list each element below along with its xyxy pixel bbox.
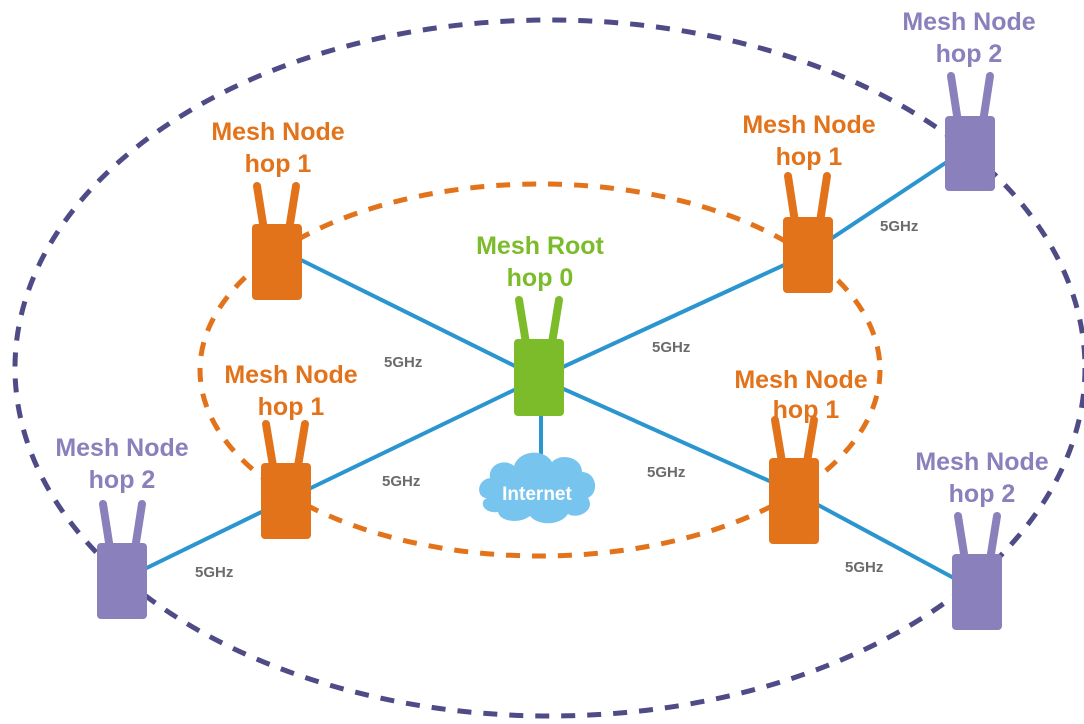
antenna — [803, 416, 818, 466]
access-point-icon — [261, 463, 311, 539]
antenna — [986, 512, 1001, 564]
hop1-label-top-right: Mesh Node hop 1 — [742, 111, 875, 171]
hop1-device-top-left — [252, 182, 302, 300]
internet-label: Internet — [502, 484, 572, 505]
node-hop: hop 2 — [89, 466, 156, 494]
links — [121, 148, 977, 592]
hop1-device-bottom-right — [769, 416, 819, 544]
hop1-device-bottom-left — [261, 420, 311, 539]
link-hop1-hop2-top-right — [806, 148, 967, 256]
internet-cloud: Internet — [479, 452, 596, 524]
node-title: Mesh Node — [55, 434, 188, 462]
access-point-icon — [514, 339, 564, 416]
antenna — [947, 72, 962, 126]
hop1-device-top-right — [783, 172, 833, 293]
node-hop: hop 1 — [245, 150, 312, 178]
mesh-root-device — [514, 296, 564, 416]
antenna — [99, 500, 114, 553]
hop1-label-bottom-left: Mesh Node hop 1 — [224, 361, 357, 421]
node-hop: hop 2 — [936, 40, 1003, 68]
link-label: 5GHz — [647, 464, 685, 481]
antenna — [954, 512, 969, 564]
access-point-icon — [783, 217, 833, 293]
link-label: 5GHz — [195, 564, 233, 581]
access-point-icon — [252, 224, 302, 300]
hop2-device-bottom-right — [952, 512, 1002, 630]
node-title: Mesh Node — [742, 111, 875, 139]
node-title: Mesh Node — [915, 448, 1048, 476]
node-title: Mesh Node — [902, 8, 1035, 36]
mesh-root-label: Mesh Root hop 0 — [476, 232, 604, 292]
hop2-label-bottom-right: Mesh Node hop 2 — [915, 448, 1048, 508]
access-point-icon — [945, 116, 995, 191]
node-hop: hop 1 — [773, 396, 840, 424]
node-hop: hop 2 — [949, 480, 1016, 508]
link-root-hop1-bottom-left — [285, 376, 540, 502]
access-point-icon — [952, 554, 1002, 630]
antenna — [294, 420, 309, 470]
link-label: 5GHz — [652, 339, 690, 356]
link-root-hop1-top-left — [298, 257, 540, 380]
hop2-device-bottom-left — [97, 500, 147, 619]
antenna — [548, 296, 563, 347]
antenna — [262, 420, 277, 470]
node-hop: hop 0 — [507, 264, 574, 292]
link-label: 5GHz — [382, 473, 420, 490]
node-title: Mesh Node — [224, 361, 357, 389]
antenna — [816, 172, 831, 226]
node-title: Mesh Node — [211, 118, 344, 146]
antenna — [131, 500, 146, 553]
hop1-label-bottom-right: Mesh Node hop 1 — [734, 366, 867, 424]
link-label: 5GHz — [384, 354, 422, 371]
hop1-label-top-left: Mesh Node hop 1 — [211, 118, 344, 178]
link-label: 5GHz — [880, 218, 918, 235]
link-root-hop1-top-right — [538, 252, 809, 380]
cloud-icon — [479, 452, 596, 524]
hop2-label-top-right: Mesh Node hop 2 — [902, 8, 1035, 68]
access-point-icon — [97, 543, 147, 619]
inner-ring — [197, 181, 883, 559]
antenna — [771, 416, 786, 466]
link-root-hop1-bottom-right — [538, 376, 795, 494]
link-hop1-hop2-bottom-right — [793, 490, 977, 592]
node-hop: hop 1 — [776, 143, 843, 171]
node-title: Mesh Root — [476, 232, 604, 260]
hop2-device-top-right — [945, 72, 995, 191]
antenna — [253, 182, 268, 234]
access-point-icon — [769, 458, 819, 544]
antenna — [515, 296, 530, 347]
antenna — [784, 172, 799, 226]
node-hop: hop 1 — [258, 393, 325, 421]
antenna — [979, 72, 994, 126]
link-labels: 5GHz 5GHz 5GHz 5GHz 5GHz 5GHz 5GHz — [195, 218, 918, 581]
hop2-label-bottom-left: Mesh Node hop 2 — [55, 434, 188, 494]
node-title: Mesh Node — [734, 366, 867, 394]
link-hop1-hop2-bottom-left — [121, 498, 287, 582]
antenna — [285, 182, 300, 234]
link-label: 5GHz — [845, 559, 883, 576]
